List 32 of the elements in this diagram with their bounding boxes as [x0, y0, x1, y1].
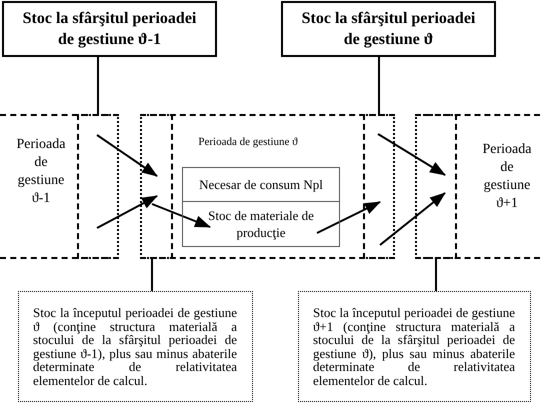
boundary-column: [363, 114, 395, 259]
stock-box: [2, 1, 217, 57]
note-text: Stoc la începutul perioadei de gestiune ϑ (conţine structura materială a stocului de la sfârşitul perioadei de gestiune ϑ-1), plus sau minus abaterile determinate de relativitatea elementelor de calcul.: [33, 306, 237, 388]
connector-line: [97, 57, 99, 114]
boundary-column: [415, 114, 457, 259]
connector-line: [435, 259, 437, 291]
period-label: Perioada de gestiune ϑ: [197, 135, 299, 149]
box-heading: Stoc la sfârşitul perioadei de gestiune ϑ: [300, 9, 476, 50]
process-box: [182, 201, 340, 247]
period-label: Perioada de gestiune ϑ+1: [482, 141, 532, 213]
process-box: [182, 167, 340, 202]
arrow: [316, 201, 381, 234]
box-label: Stoc de materiale de producţie: [207, 207, 315, 241]
connector-line: [378, 57, 380, 114]
note-box: [298, 291, 531, 402]
box-label: Necesar de consum Npl: [198, 176, 324, 193]
note-box: [18, 291, 253, 402]
period-band: [140, 114, 395, 259]
period-label: Perioada de gestiune ϑ-1: [16, 136, 66, 208]
period-band: [415, 114, 540, 259]
stock-box: [281, 1, 496, 57]
boundary-column: [140, 114, 173, 259]
arrow: [96, 195, 158, 229]
arrow: [96, 134, 158, 177]
connector-line: [151, 259, 153, 291]
arrow: [377, 133, 446, 176]
period-band: [0, 114, 119, 259]
arrow: [379, 192, 446, 246]
boundary-column: [77, 114, 119, 259]
note-text: Stoc la începutul perioadei de gestiune ϑ+1 (conţine structura materială a stocului de la sfârşitul perioadei de gestiune ϑ), plus sau minus abaterile determinate de relativitatea elementelor de calcul.: [313, 306, 515, 388]
arrow: [152, 203, 211, 228]
box-heading: Stoc la sfârşitul perioadei de gestiune ϑ-1: [22, 9, 198, 50]
